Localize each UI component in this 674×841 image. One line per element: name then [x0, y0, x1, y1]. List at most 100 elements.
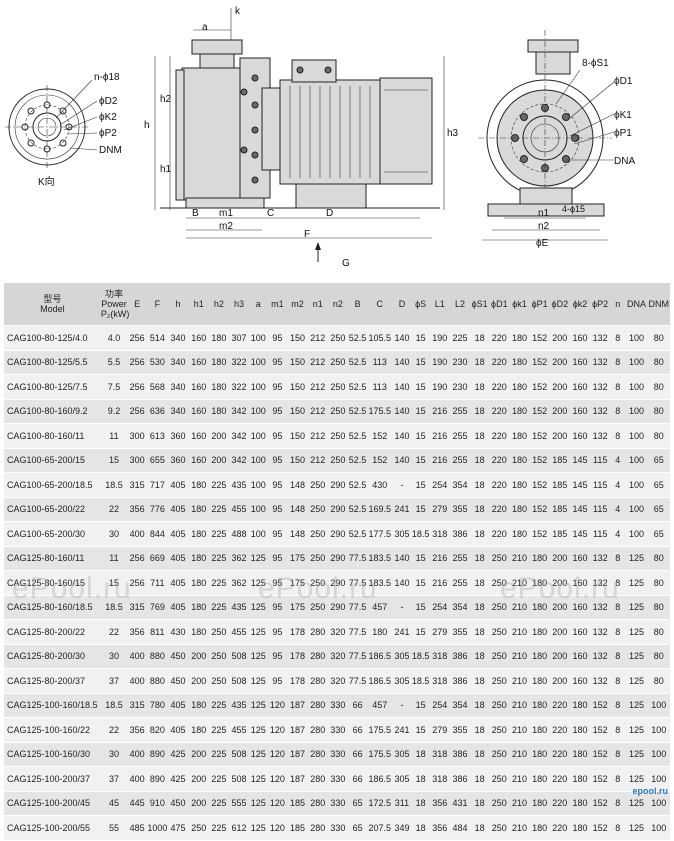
- table-cell: 457: [367, 693, 393, 718]
- column-header-text: DNM: [648, 299, 670, 309]
- table-cell: 508: [228, 644, 250, 669]
- table-cell: 187: [287, 693, 308, 718]
- table-cell: 280: [307, 766, 328, 791]
- table-cell: 132: [590, 570, 611, 595]
- m2-label: m2: [219, 221, 233, 232]
- table-cell: 113: [367, 350, 393, 375]
- model-cell: CAG125-80-200/22: [4, 619, 101, 644]
- table-cell: 216: [429, 448, 450, 473]
- table-cell: 100: [625, 325, 648, 350]
- table-cell: 180: [529, 619, 550, 644]
- table-cell: 225: [208, 717, 229, 742]
- table-cell: 210: [509, 668, 530, 693]
- table-cell: 210: [509, 595, 530, 620]
- table-cell: 15: [411, 472, 430, 497]
- table-cell: 220: [489, 374, 510, 399]
- table-cell: 100: [647, 766, 670, 791]
- table-cell: 125: [249, 570, 268, 595]
- table-cell: 18: [411, 791, 430, 816]
- table-cell: 30: [100, 521, 128, 546]
- model-cell: CAG125-100-160/22: [4, 717, 101, 742]
- table-cell: 140: [392, 399, 412, 424]
- table-cell: 100: [647, 742, 670, 767]
- table-cell: 152: [529, 325, 550, 350]
- table-cell: 105.5: [367, 325, 393, 350]
- table-cell: 250: [489, 546, 510, 571]
- table-cell: 330: [327, 742, 348, 767]
- table-cell: 711: [147, 570, 168, 595]
- table-cell: 250: [188, 815, 209, 840]
- table-cell: 148: [287, 521, 308, 546]
- column-header: ϕS: [411, 283, 430, 326]
- table-cell: 386: [449, 668, 471, 693]
- table-cell: 300: [127, 448, 148, 473]
- table-cell: 250: [489, 570, 510, 595]
- table-cell: 180: [188, 521, 209, 546]
- table-cell: 455: [228, 619, 250, 644]
- table-cell: 132: [590, 546, 611, 571]
- table-cell: 400: [127, 668, 148, 693]
- table-cell: 180: [529, 668, 550, 693]
- column-header-text: n2: [332, 299, 343, 309]
- table-cell: 178: [287, 644, 308, 669]
- table-cell: 354: [449, 595, 471, 620]
- table-cell: 160: [188, 448, 209, 473]
- table-cell: 220: [549, 766, 570, 791]
- table-cell: 400: [127, 644, 148, 669]
- table-cell: 100: [625, 521, 648, 546]
- table-cell: 125: [249, 644, 268, 669]
- table-cell: 180: [208, 399, 229, 424]
- table-cell: 230: [449, 350, 471, 375]
- table-cell: 180: [188, 497, 209, 522]
- table-cell: 200: [188, 668, 209, 693]
- column-header: m2: [287, 283, 308, 326]
- table-cell: 18: [470, 546, 490, 571]
- table-cell: 200: [549, 619, 570, 644]
- table-cell: 120: [267, 815, 288, 840]
- table-cell: 152: [529, 399, 550, 424]
- table-cell: 225: [449, 325, 471, 350]
- column-header-text: ϕP2: [592, 299, 609, 309]
- model-cell: CAG125-100-160/30: [4, 742, 101, 767]
- table-cell: 132: [590, 423, 611, 448]
- table-cell: 225: [208, 497, 229, 522]
- table-cell: 280: [307, 644, 328, 669]
- table-cell: 250: [327, 374, 348, 399]
- table-cell: 180: [529, 791, 550, 816]
- table-cell: 355: [449, 497, 471, 522]
- table-cell: 100: [647, 815, 670, 840]
- table-cell: 250: [208, 644, 229, 669]
- table-cell: 125: [625, 815, 648, 840]
- table-cell: 132: [590, 350, 611, 375]
- table-cell: 280: [307, 742, 328, 767]
- table-cell: 120: [267, 791, 288, 816]
- pump-drawing-svg: n-ϕ18 ϕD2 ϕK2 ϕP2 DNM K向: [5, 6, 635, 269]
- table-cell: 8: [610, 595, 626, 620]
- column-header-text: E: [134, 299, 141, 309]
- table-cell: 8: [610, 644, 626, 669]
- table-cell: 220: [549, 791, 570, 816]
- model-cell: CAG100-80-160/11: [4, 423, 101, 448]
- table-cell: 145: [569, 497, 591, 522]
- table-cell: 187: [287, 717, 308, 742]
- table-cell: 15: [411, 717, 430, 742]
- column-header-text: ϕD2: [551, 299, 569, 309]
- model-cell: CAG100-80-125/5.5: [4, 350, 101, 375]
- table-cell: 77.5: [347, 644, 368, 669]
- table-cell: 322: [228, 350, 250, 375]
- table-cell: 160: [188, 374, 209, 399]
- table-cell: 200: [188, 644, 209, 669]
- table-cell: 330: [327, 766, 348, 791]
- model-cell: CAG125-100-200/55: [4, 815, 101, 840]
- table-cell: 150: [287, 374, 308, 399]
- table-cell: 207.5: [367, 815, 393, 840]
- table-cell: 190: [429, 325, 450, 350]
- table-cell: 120: [267, 693, 288, 718]
- table-cell: 66: [347, 766, 368, 791]
- table-cell: 18: [470, 448, 490, 473]
- table-cell: 256: [127, 399, 148, 424]
